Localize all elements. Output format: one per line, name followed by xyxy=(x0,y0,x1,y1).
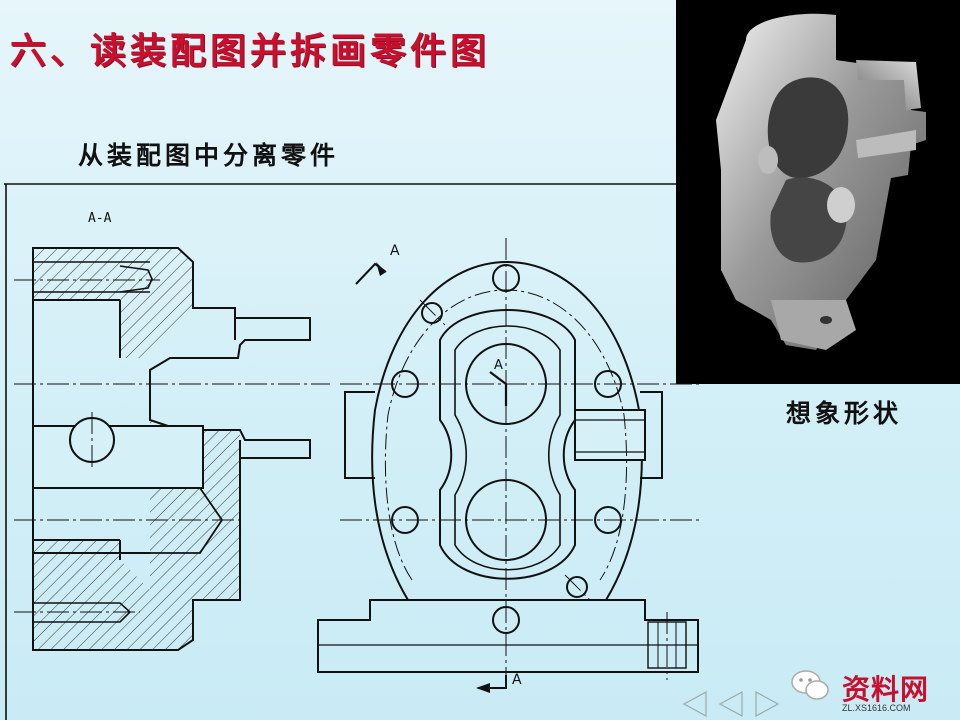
next-slide-icon[interactable] xyxy=(755,690,780,718)
slide-subtitle: 从装配图中分离零件 xyxy=(78,141,340,170)
watermark-url: ZL.XS1616.COM xyxy=(842,703,911,713)
section-view-a-a xyxy=(32,247,311,651)
cut-mark-top-label: A xyxy=(390,243,400,259)
wechat-icon xyxy=(791,670,829,700)
front-center-lines xyxy=(340,238,700,690)
section-center-lines xyxy=(14,279,330,613)
part-3d-render xyxy=(676,0,960,384)
watermark-brand: 资料网 xyxy=(842,674,930,705)
cut-mark-bottom-label: A xyxy=(512,672,522,688)
cut-mark-bottom xyxy=(476,675,507,693)
prev-slide-icon[interactable] xyxy=(682,690,707,718)
slide-title: 六、读装配图并拆画零件图 xyxy=(10,30,491,72)
cut-mark-center-label: A xyxy=(494,358,503,373)
section-label: A-A xyxy=(88,211,112,226)
back-slide-icon[interactable] xyxy=(718,690,743,718)
photo-caption: 想象形状 xyxy=(786,399,903,428)
pump-housing-render-image xyxy=(716,13,926,350)
section-pointer-line xyxy=(489,371,508,406)
slide-nav xyxy=(682,690,780,718)
front-view xyxy=(317,260,699,673)
cut-mark-top xyxy=(355,262,387,285)
